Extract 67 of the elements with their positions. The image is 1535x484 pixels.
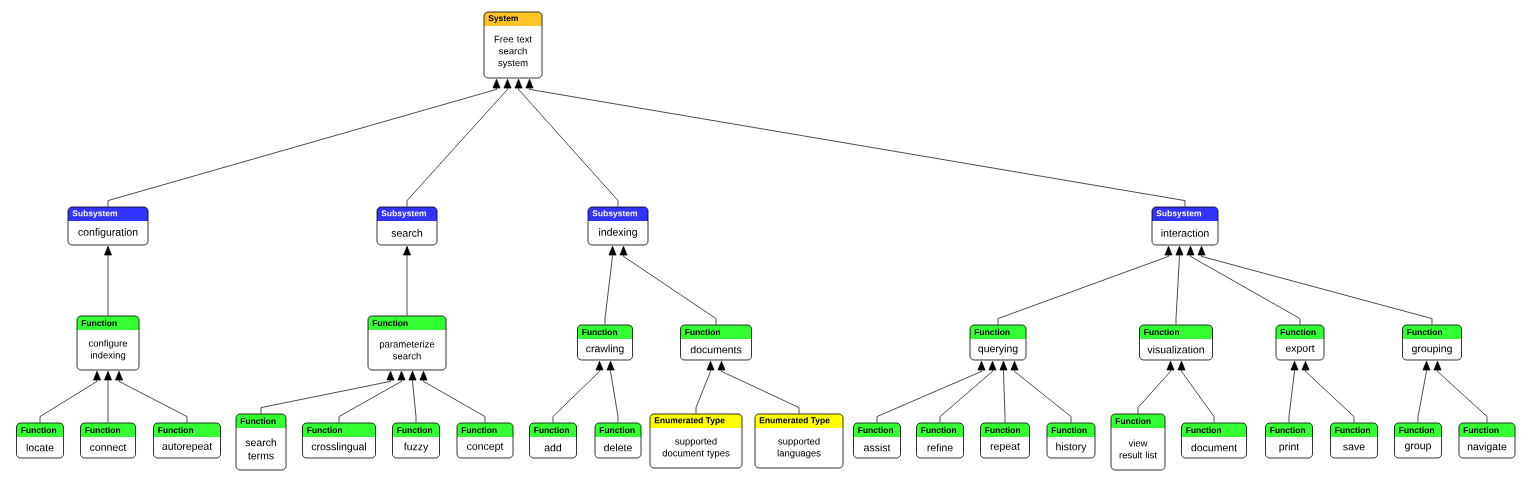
function-box: Function delete xyxy=(594,422,642,459)
arrow xyxy=(1010,361,1072,423)
arrow xyxy=(1301,361,1355,423)
subsystem-box: Subsystem indexing xyxy=(587,206,649,246)
arrow xyxy=(997,246,1173,325)
arrow xyxy=(514,79,619,207)
function-box: Function document xyxy=(1181,422,1247,459)
arrow xyxy=(717,361,800,414)
arrow xyxy=(552,361,604,423)
enumerated-type-box: Enumerated Type supported document types xyxy=(649,413,743,469)
arrow xyxy=(419,370,486,423)
function-box: Function locate xyxy=(16,422,64,459)
function-box: Function concept xyxy=(456,422,514,459)
function-box: Function search terms xyxy=(235,413,287,471)
function-box: Function crawling xyxy=(577,324,633,361)
arrow xyxy=(525,79,1186,207)
function-box: Function refine xyxy=(916,422,964,459)
arrow xyxy=(939,361,997,423)
arrow xyxy=(104,246,112,316)
arrow xyxy=(1186,246,1301,325)
function-box: Function querying xyxy=(969,324,1027,361)
function-box: Function configure indexing xyxy=(76,315,140,371)
function-box: Function grouping xyxy=(1402,324,1462,361)
function-box: Function export xyxy=(1275,324,1325,361)
function-box: Function fuzzy xyxy=(392,422,440,459)
arrow xyxy=(1433,361,1488,423)
function-box: Function repeat xyxy=(980,422,1030,459)
function-box: Function autorepeat xyxy=(153,422,221,459)
arrow xyxy=(107,79,501,207)
function-box: Function add xyxy=(529,422,577,459)
function-box: Function print xyxy=(1265,422,1313,459)
arrow xyxy=(260,370,395,414)
system-box: System Free text search system xyxy=(483,11,543,79)
arrow xyxy=(604,246,617,325)
arrow xyxy=(1137,361,1175,414)
function-box: Function navigate xyxy=(1458,422,1516,459)
arrow xyxy=(115,370,188,423)
arrow xyxy=(1175,246,1184,325)
function-box: Function documents xyxy=(680,324,752,361)
arrow xyxy=(1417,361,1431,423)
arrow xyxy=(619,246,717,325)
arrow xyxy=(338,370,406,423)
arrow xyxy=(403,246,411,316)
function-box: Function view result list xyxy=(1110,413,1166,471)
arrow xyxy=(1177,361,1215,423)
function-box: Function save xyxy=(1330,422,1378,459)
function-box: Function history xyxy=(1046,422,1096,459)
function-box: Function connect xyxy=(80,422,136,459)
function-box: Function visualization xyxy=(1139,324,1213,361)
function-box: Function crosslingual xyxy=(302,422,376,459)
arrow xyxy=(876,361,986,423)
arrow xyxy=(999,361,1008,423)
subsystem-box: Subsystem configuration xyxy=(67,206,149,246)
arrow xyxy=(1197,246,1433,325)
subsystem-box: Subsystem interaction xyxy=(1151,206,1219,246)
arrow xyxy=(104,370,112,423)
function-box: Function parameterize search xyxy=(367,315,447,371)
enumerated-type-box: Enumerated Type supported languages xyxy=(754,413,844,469)
subsystem-box: Subsystem search xyxy=(376,206,438,246)
arrow xyxy=(1288,361,1299,423)
arrow xyxy=(695,361,715,414)
arrow xyxy=(408,370,417,423)
function-box: Function group xyxy=(1394,422,1442,459)
arrow xyxy=(606,361,619,423)
arrow xyxy=(39,370,101,423)
function-box: Function assist xyxy=(853,422,901,459)
arrow xyxy=(406,79,512,207)
